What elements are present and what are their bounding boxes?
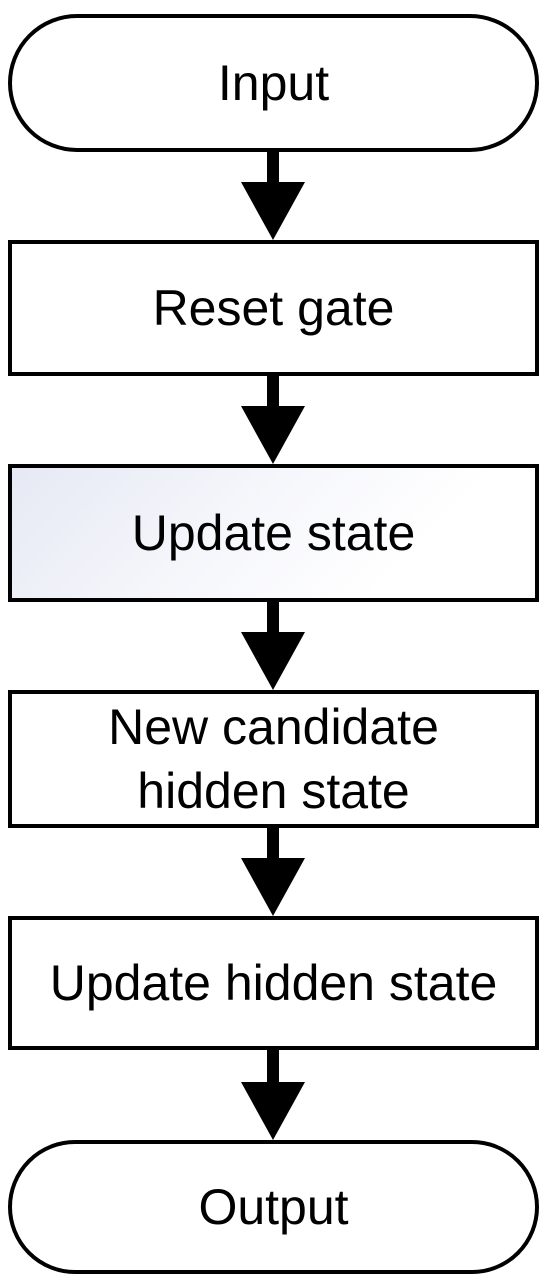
node-reset-gate-label: Reset gate bbox=[152, 280, 395, 336]
arrow-update-hidden-state-to-output bbox=[241, 1050, 305, 1140]
node-new-candidate-label-line-2: hidden state bbox=[137, 763, 410, 819]
node-new-candidate-hidden-state: New candidate hidden state bbox=[8, 690, 539, 828]
node-output-label: Output bbox=[198, 1179, 349, 1235]
node-update-state: Update state bbox=[8, 464, 539, 602]
node-new-candidate-label-line-1: New candidate bbox=[108, 699, 439, 755]
node-update-state-label: Update state bbox=[131, 505, 416, 561]
arrow-reset-gate-to-update-state bbox=[241, 376, 305, 464]
node-update-hidden-state: Update hidden state bbox=[8, 916, 539, 1050]
node-input: Input bbox=[8, 14, 539, 152]
arrow-new-candidate-to-update-hidden-state bbox=[241, 828, 305, 916]
arrow-input-to-reset-gate bbox=[241, 152, 305, 240]
node-input-label: Input bbox=[217, 55, 330, 111]
node-update-hidden-state-label: Update hidden state bbox=[49, 955, 498, 1011]
node-reset-gate: Reset gate bbox=[8, 240, 539, 376]
arrow-update-state-to-new-candidate bbox=[241, 602, 305, 690]
node-output: Output bbox=[8, 1140, 539, 1274]
